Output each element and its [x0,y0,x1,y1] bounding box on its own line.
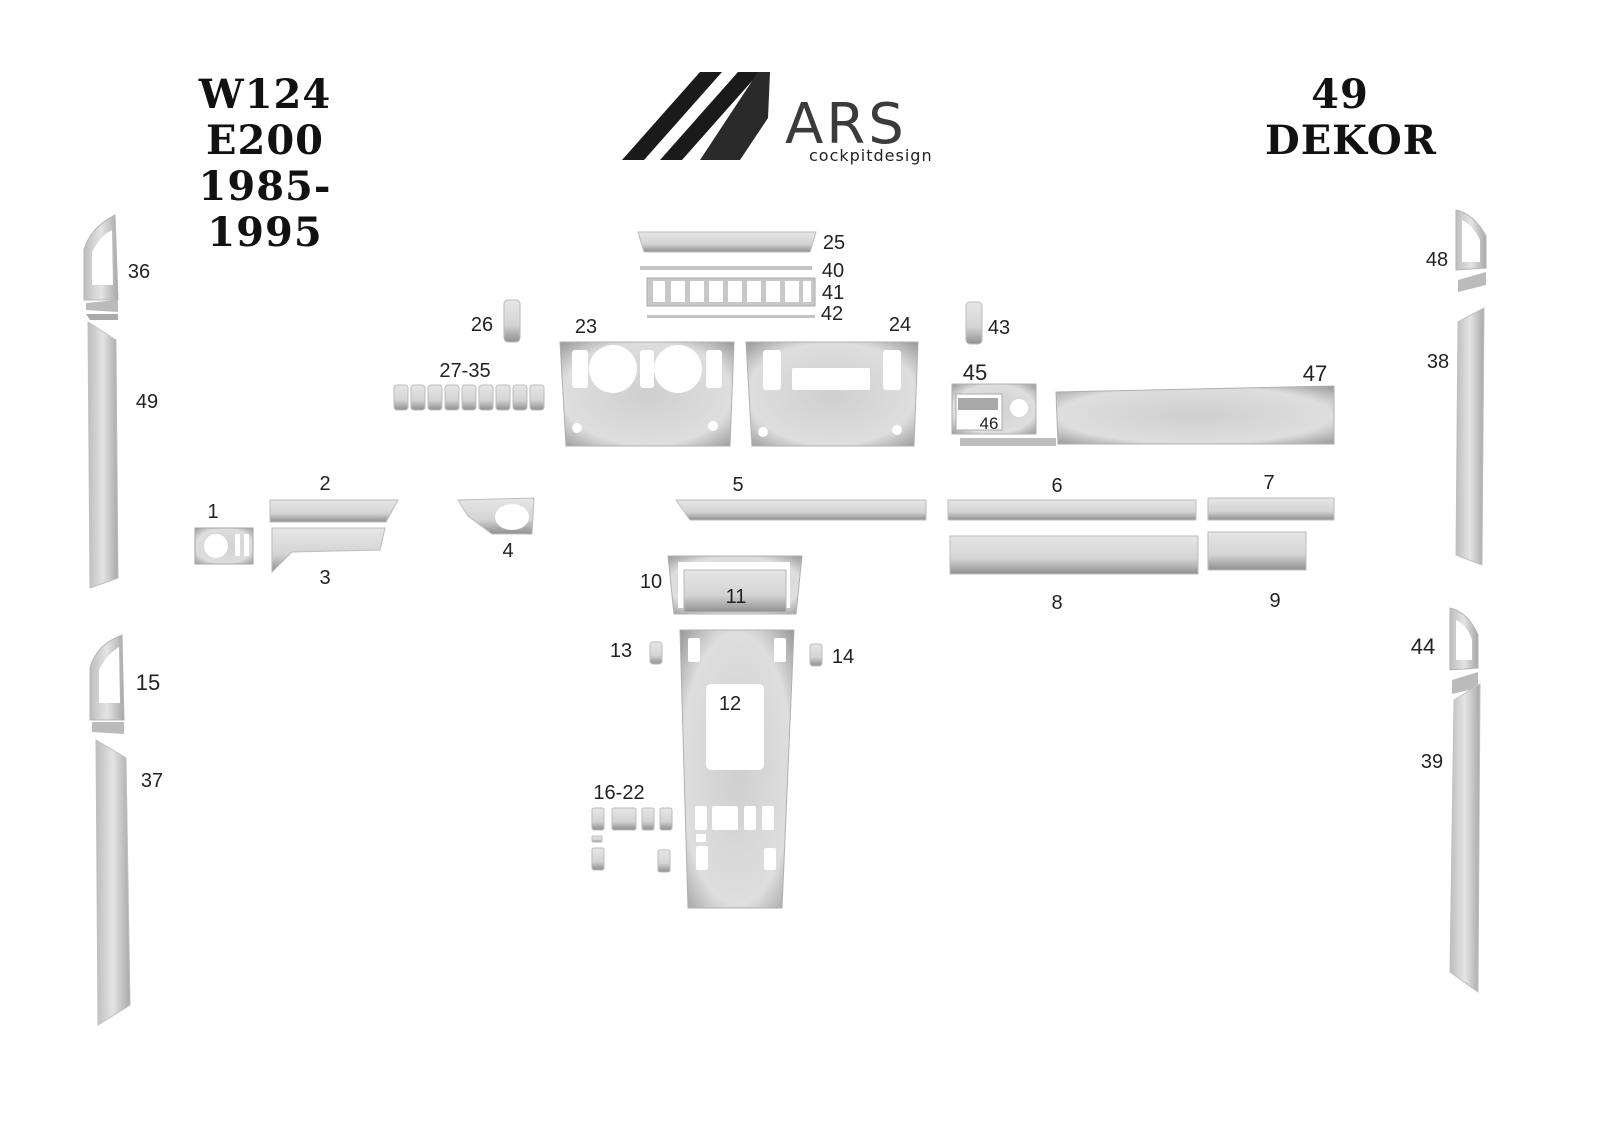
part-39 [1449,683,1481,993]
part-labels: 1 2 3 4 5 6 7 8 9 10 11 12 13 14 15 16-2… [128,232,1449,804]
part-14 [809,643,823,667]
label-9: 9 [1269,590,1280,612]
part-25 [637,231,817,253]
part-42 [647,315,815,318]
model-years: 1985-1995 [198,163,332,256]
part-48 [1455,209,1487,292]
part-49 [87,321,119,589]
label-2: 2 [319,473,330,495]
part-9 [1207,531,1307,571]
dekor-count: 49 DEKOR [1265,71,1437,164]
label-5: 5 [732,474,743,496]
label-48: 48 [1426,249,1448,271]
part-24 [745,341,919,447]
label-4: 4 [502,540,513,562]
part-46 [958,398,998,410]
part-38 [1455,307,1485,566]
label-42: 42 [821,303,843,325]
logo-subtitle: cockpitdesign [809,146,933,165]
part-40 [640,266,812,270]
part-1 [194,527,254,565]
part-16-22 [591,807,673,873]
part-43 [965,301,983,345]
part-12 [679,629,795,909]
label-41: 41 [822,282,844,304]
part-6 [947,499,1197,521]
model-name: W124 E200 [198,71,332,164]
label-45: 45 [963,360,987,385]
label-39: 39 [1421,751,1443,773]
label-8: 8 [1051,592,1062,614]
part-3 [271,527,386,574]
label-40: 40 [822,260,844,282]
part-13 [649,641,663,665]
part-37 [95,739,131,1026]
part-47 [960,385,1335,446]
label-43: 43 [988,317,1010,339]
part-27-35 [393,384,545,411]
label-26: 26 [471,314,493,336]
label-7: 7 [1263,472,1274,494]
label-1: 1 [207,501,218,523]
label-6: 6 [1051,475,1062,497]
label-25: 25 [823,232,845,254]
label-37: 37 [141,770,163,792]
logo-word: ARS [785,92,907,157]
label-15: 15 [136,670,160,695]
label-3: 3 [319,567,330,589]
part-11 [683,569,787,613]
label-38: 38 [1427,351,1449,373]
dekor-count-label: DEKOR [1265,117,1437,164]
part-4 [457,497,535,535]
part-36 [83,214,119,320]
label-44: 44 [1411,634,1435,659]
label-27-35: 27-35 [439,360,490,382]
part-5 [675,499,927,521]
part-26 [503,299,521,343]
part-8 [949,535,1199,575]
label-13: 13 [610,640,632,662]
part-15 [89,634,125,734]
label-11: 11 [726,586,747,608]
label-14: 14 [832,646,854,668]
part-7 [1207,497,1335,521]
part-41 [646,277,816,307]
label-47: 47 [1303,361,1327,386]
part-23 [559,341,735,447]
dekor-count-number: 49 [1311,71,1369,118]
part-2 [269,499,399,523]
label-24: 24 [889,314,911,336]
mars-logo-icon [622,72,770,160]
label-16-22: 16-22 [593,782,644,804]
label-49: 49 [136,391,158,413]
label-10: 10 [640,571,662,593]
part-44 [1449,607,1479,694]
label-36: 36 [128,261,150,283]
label-23: 23 [575,316,597,338]
model-title: W124 E200 1985-1995 [150,72,380,256]
label-46: 46 [980,414,999,433]
label-12: 12 [719,693,741,715]
